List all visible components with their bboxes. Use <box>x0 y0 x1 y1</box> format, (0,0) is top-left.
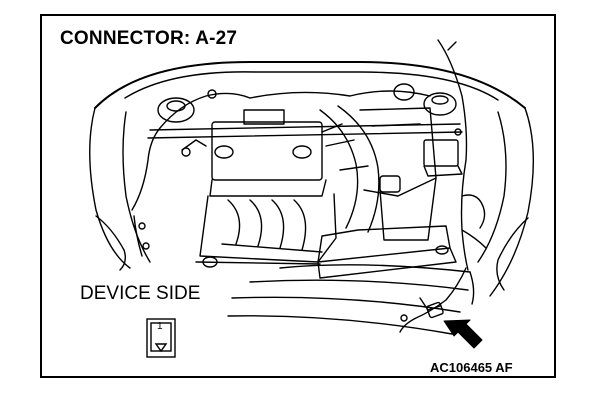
target-harness <box>399 267 467 333</box>
figure-code: AC106465 AF <box>430 360 513 375</box>
right-harness <box>437 39 469 271</box>
bumper-line-1 <box>279 264 471 273</box>
left-fender-inner <box>122 111 151 263</box>
device-side-label: DEVICE SIDE <box>80 283 201 304</box>
battery <box>211 121 323 181</box>
bumper-line-4 <box>227 315 453 335</box>
left-headlamp <box>95 215 127 271</box>
left-fender <box>89 107 131 269</box>
radiator-support <box>317 247 457 279</box>
connector-title: CONNECTOR: A-27 <box>60 28 238 49</box>
reservoir-cap <box>393 83 415 101</box>
right-fender <box>489 107 535 297</box>
bumper-line-2 <box>249 279 469 291</box>
bumper-line-3 <box>231 296 461 313</box>
left-strut-tower <box>157 97 195 123</box>
connector-face-icon <box>146 318 176 358</box>
air-intake-duct <box>319 109 359 229</box>
left-harness <box>131 92 251 211</box>
right-strut-tower <box>423 92 457 116</box>
hood-outline <box>94 61 526 109</box>
relay-box <box>423 139 459 167</box>
hood-inner-edge <box>124 71 499 101</box>
right-fender-inner <box>477 111 507 263</box>
top-harness <box>249 90 431 99</box>
right-headlamp <box>496 217 529 291</box>
connector-pin-number: 1 <box>157 321 163 332</box>
target-connector <box>426 301 444 319</box>
pointer-arrow-icon <box>443 319 483 349</box>
